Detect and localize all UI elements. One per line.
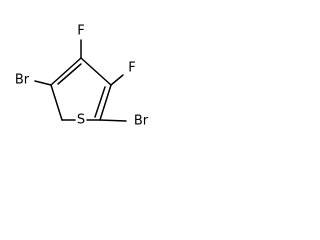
fluorine-right-label: F bbox=[128, 61, 135, 76]
bromine-right-label: Br bbox=[134, 114, 149, 129]
structure-diagram: Br F F S Br bbox=[15, 24, 149, 129]
bond-c2-c3 bbox=[50, 57, 82, 86]
fluorine-left-label: F bbox=[77, 24, 84, 39]
bond-c4-f bbox=[110, 74, 124, 86]
bond-c3-c4 bbox=[80, 57, 112, 86]
bond-c2-c5-left bbox=[50, 84, 63, 121]
bond-c2-br bbox=[34, 80, 52, 86]
bond-c4-c5-double bbox=[94, 86, 106, 118]
bond-c5-br bbox=[99, 119, 127, 122]
bond-c4-c5 bbox=[99, 84, 112, 121]
bond-c2-c3-double bbox=[57, 63, 82, 85]
bromine-left-label: Br bbox=[15, 73, 30, 88]
sulfur-label: S bbox=[77, 113, 85, 128]
